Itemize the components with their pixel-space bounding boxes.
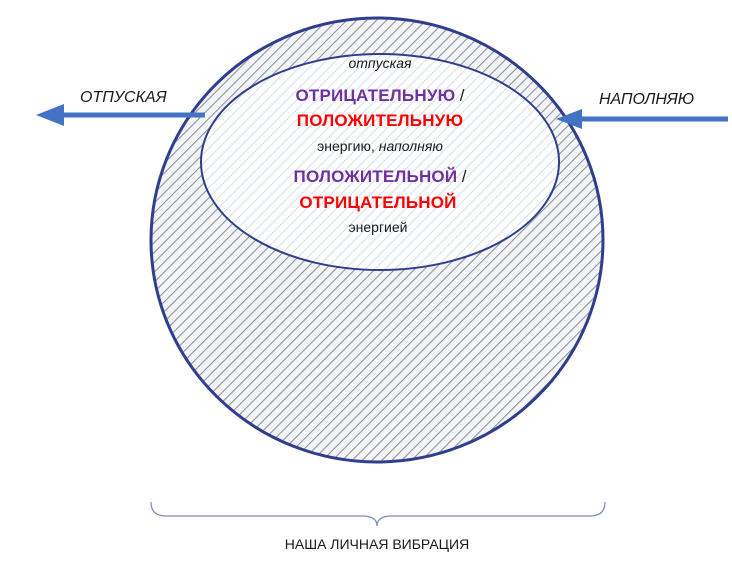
bracket-label: НАША ЛИЧНАЯ ВИБРАЦИЯ [284, 536, 470, 552]
right-arrow-label: НАПОЛНЯЮ [599, 91, 695, 108]
slash-separator: / [461, 167, 467, 186]
positive-energy-label: ПОЛОЖИТЕЛЬНОЙ [293, 167, 458, 186]
inner-line-4: энергию, наполняю [317, 138, 443, 154]
curly-brace [150, 501, 606, 527]
energy-word: энергию, [317, 138, 375, 154]
negative-energy-label: ОТРИЦАТЕЛЬНУЮ [295, 86, 456, 105]
inner-line-1: отпуская [348, 55, 412, 71]
inner-line-5: ПОЛОЖИТЕЛЬНОЙ / [294, 167, 467, 187]
left-arrow-label: ОТПУСКАЯ [80, 89, 167, 106]
left-arrow [36, 104, 205, 126]
inner-line-6: ОТРИЦАТЕЛЬНОЙ [299, 193, 457, 212]
inner-line-3: ПОЛОЖИТЕЛЬНУЮ [296, 111, 464, 130]
inner-ellipse [200, 53, 560, 271]
right-arrow [556, 109, 728, 129]
inner-line-7: энергией [348, 219, 408, 235]
slash-separator: / [459, 86, 465, 105]
filling-word: наполняю [378, 138, 443, 154]
inner-line-2: ОТРИЦАТЕЛЬНУЮ / [295, 86, 464, 106]
